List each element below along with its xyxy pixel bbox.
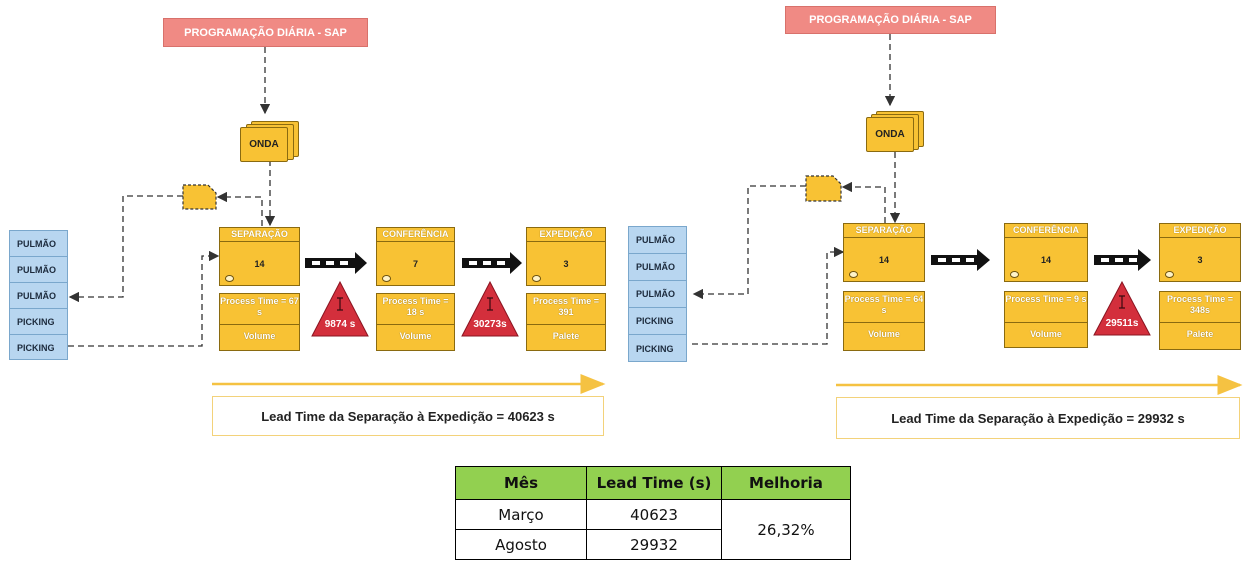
production-control-box: PROGRAMAÇÃO DIÁRIA - SAP: [785, 6, 996, 34]
month-cell: Agosto: [455, 529, 587, 560]
stock-list: PULMÃO PULMÃO PULMÃO PICKING PICKING: [9, 230, 68, 360]
process-unit: Palete: [1186, 329, 1214, 339]
process-box: 7: [376, 241, 455, 286]
onda-box: ONDA: [240, 127, 288, 162]
lead-time-cell: 29932: [586, 529, 722, 560]
operator-icon: [382, 275, 391, 282]
process-value: 3: [563, 258, 569, 269]
onda-box: ONDA: [866, 117, 914, 152]
stock-item: PULMÃO: [629, 281, 686, 308]
process-time: Process Time = 18 s: [377, 294, 454, 325]
operator-icon: [532, 275, 541, 282]
stock-item: PICKING: [636, 343, 674, 354]
lead-time-label: Lead Time da Separação à Expedição = 406…: [261, 408, 555, 424]
improvement-cell: 26,32%: [721, 499, 851, 560]
column-header-improvement: Melhoria: [721, 466, 851, 500]
process-value: 3: [1197, 254, 1203, 265]
process-title: EXPEDIÇÃO: [1159, 223, 1241, 237]
inventory-time: 29511s: [1105, 318, 1139, 329]
stock-item: PICKING: [629, 308, 686, 335]
operator-icon: [225, 275, 234, 282]
column-header-lead-time: Lead Time (s): [586, 466, 722, 500]
lead-time-box: Lead Time da Separação à Expedição = 406…: [212, 396, 604, 436]
inventory-time: 30273s: [473, 319, 507, 330]
process-box: 3: [526, 241, 606, 286]
process-value: 14: [878, 254, 889, 265]
process-unit: Volume: [399, 331, 432, 341]
kanban-signal-left: [182, 184, 217, 210]
process-box: 14: [219, 241, 300, 286]
operator-icon: [1010, 271, 1019, 278]
data-box: Process Time = 64 s Volume: [843, 291, 925, 351]
inventory-triangle: [311, 280, 369, 337]
process-time: Process Time = 64 s: [844, 292, 924, 323]
lead-time-box: Lead Time da Separação à Expedição = 299…: [836, 397, 1240, 439]
data-box: Process Time = 67 s Volume: [219, 293, 300, 351]
process-unit: Volume: [1030, 329, 1062, 339]
process-time: Process Time = 67 s: [220, 294, 299, 325]
process-title: CONFERÊNCIA: [376, 227, 455, 241]
operator-icon: [849, 271, 858, 278]
process-value: 7: [412, 258, 418, 269]
process-time: Process Time = 391: [527, 294, 605, 325]
table-row: Agosto 29932: [455, 529, 851, 560]
stock-item: PULMÃO: [629, 254, 686, 281]
data-box: Process Time = 9 s Volume: [1004, 291, 1088, 348]
stock-item: PICKING: [17, 343, 55, 353]
stock-item: PICKING: [10, 309, 67, 335]
kanban-signal-right: [805, 175, 842, 202]
stock-list: PULMÃO PULMÃO PULMÃO PICKING PICKING: [628, 226, 687, 362]
inventory-time: 9874 s: [324, 319, 356, 330]
stock-item: PULMÃO: [10, 257, 67, 283]
stock-item: PULMÃO: [10, 231, 67, 257]
process-box: 3: [1159, 237, 1241, 282]
process-title: EXPEDIÇÃO: [526, 227, 606, 241]
stock-item: PULMÃO: [10, 283, 67, 309]
production-control-label: PROGRAMAÇÃO DIÁRIA - SAP: [184, 26, 347, 39]
lead-time-cell: 40623: [586, 499, 722, 530]
push-arrow: [931, 249, 990, 271]
process-unit: Volume: [868, 329, 900, 339]
production-control-box: PROGRAMAÇÃO DIÁRIA - SAP: [163, 18, 368, 47]
data-box: Process Time = 348s Palete: [1159, 291, 1241, 350]
push-arrow: [462, 252, 522, 274]
process-title: SEPARAÇÃO: [843, 223, 925, 237]
table-header-row: Mês Lead Time (s) Melhoria: [455, 466, 851, 500]
process-value: 14: [1040, 254, 1051, 265]
push-arrow: [305, 252, 367, 274]
lead-time-table: Mês Lead Time (s) Melhoria Março 40623 2…: [455, 466, 851, 560]
operator-icon: [1165, 271, 1174, 278]
column-header-month: Mês: [455, 466, 587, 500]
process-time: Process Time = 9 s: [1005, 292, 1087, 323]
process-box: 14: [843, 237, 925, 282]
process-time: Process Time = 348s: [1160, 292, 1240, 323]
lead-time-label: Lead Time da Separação à Expedição = 299…: [891, 410, 1185, 426]
push-arrow: [1094, 249, 1151, 271]
process-title: SEPARAÇÃO: [219, 227, 300, 241]
process-unit: Palete: [552, 331, 580, 341]
stock-item: PULMÃO: [629, 227, 686, 254]
data-box: Process Time = 391 Palete: [526, 293, 606, 351]
data-box: Process Time = 18 s Volume: [376, 293, 455, 351]
production-control-label: PROGRAMAÇÃO DIÁRIA - SAP: [809, 14, 972, 26]
process-box: 14: [1004, 237, 1088, 282]
process-title: CONFERÊNCIA: [1004, 223, 1088, 237]
table-row: Março 40623 26,32%: [455, 499, 851, 560]
process-value: 14: [254, 258, 265, 269]
inventory-triangle: [1093, 280, 1151, 336]
month-cell: Março: [455, 499, 587, 530]
process-unit: Volume: [243, 331, 276, 341]
inventory-triangle: [461, 280, 519, 337]
